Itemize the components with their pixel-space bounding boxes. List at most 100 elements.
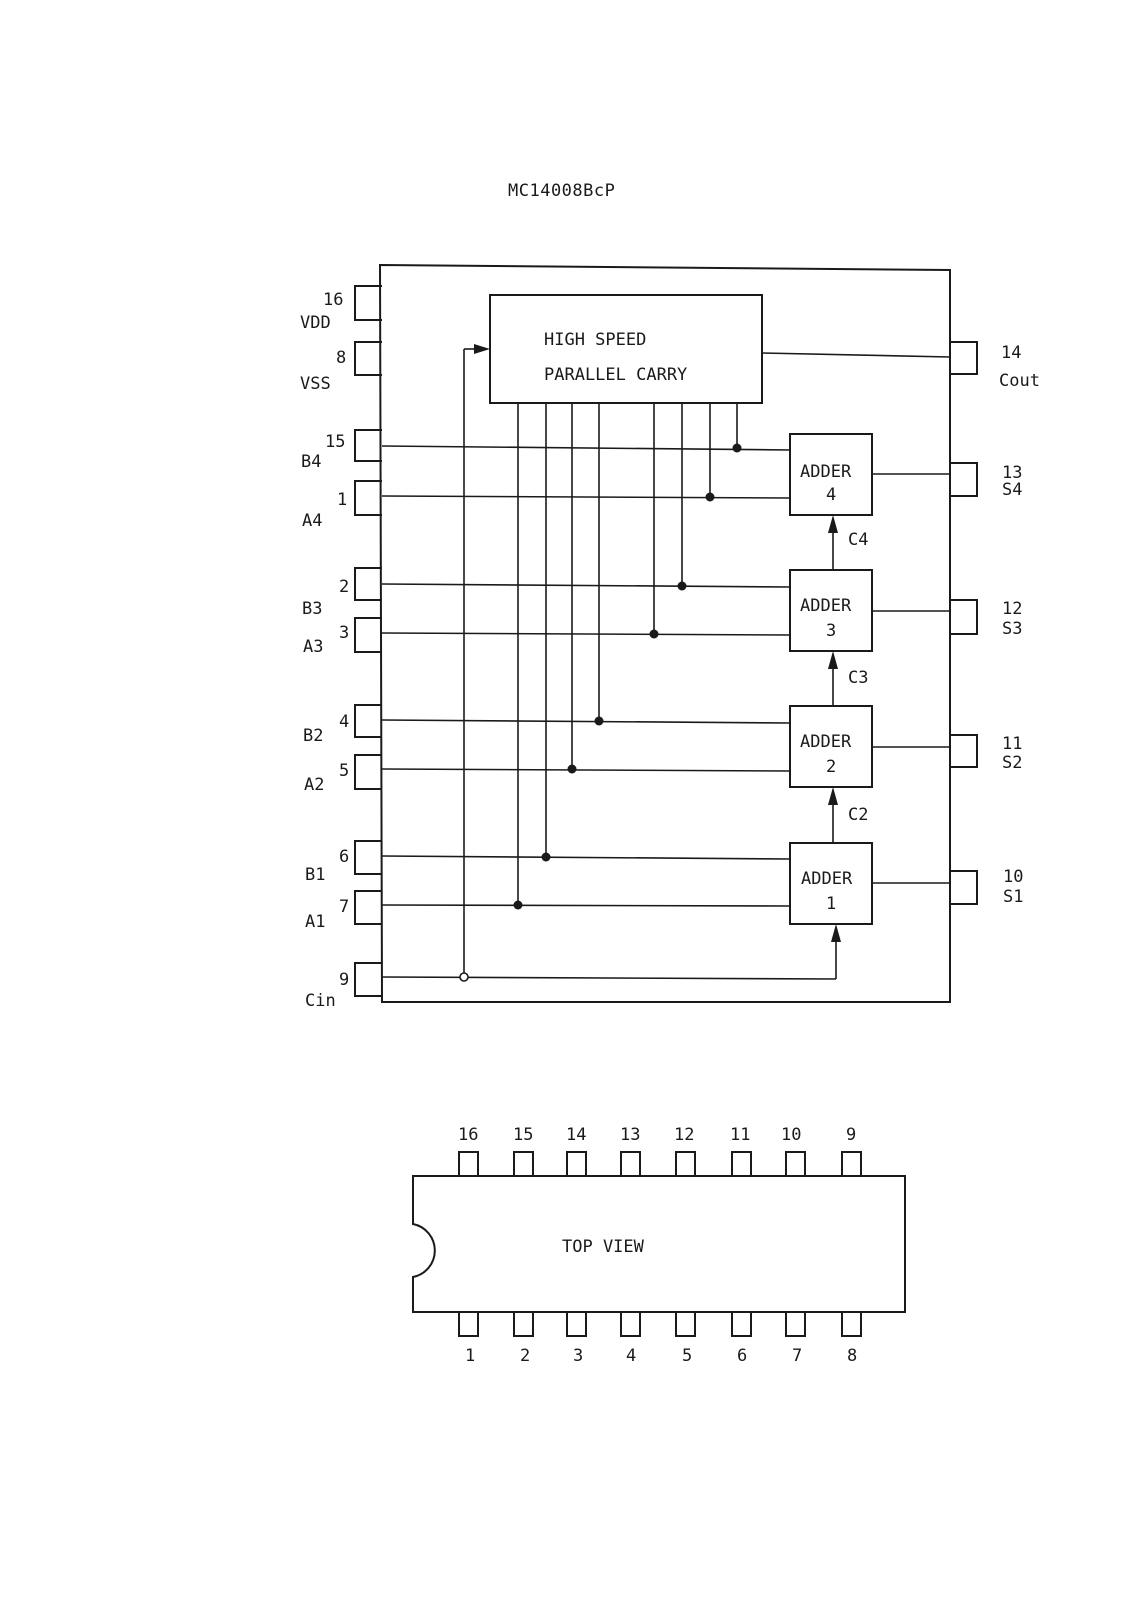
adder-label: ADDER	[800, 732, 852, 752]
right-pin-s3: 12 S3	[950, 599, 1022, 639]
adder-index: 2	[826, 757, 836, 777]
b1-wire	[381, 855, 791, 860]
carry-taps	[517, 403, 738, 905]
pin-name: S3	[1002, 619, 1022, 639]
adder-label: ADDER	[800, 596, 852, 616]
top-pin-number: 12	[674, 1125, 694, 1145]
b3-wire	[381, 583, 791, 588]
pin-name: VSS	[300, 374, 331, 394]
pin-name: A4	[302, 511, 322, 531]
pin-name: B2	[303, 726, 323, 746]
pin-number: 13	[1002, 463, 1022, 483]
adder-label: ADDER	[801, 869, 853, 889]
left-pin-b1: 6 B1	[305, 840, 382, 885]
pin-name: Cout	[999, 371, 1040, 391]
pin-name: A2	[304, 775, 324, 795]
adder-3: ADDER 3	[789, 569, 873, 652]
top-pin-number: 15	[513, 1125, 533, 1145]
pin-number: 15	[325, 432, 345, 452]
a3-wire	[381, 632, 791, 636]
top-pin-number: 13	[620, 1125, 640, 1145]
pin-number: 7	[339, 897, 349, 917]
cin-routing	[381, 344, 841, 982]
pin-number: 10	[1003, 867, 1023, 887]
pin-name: B1	[305, 865, 325, 885]
chip-title: MC14008BcP	[508, 181, 615, 201]
left-pin-b3: 2 B3	[302, 567, 382, 619]
pin-number: 6	[339, 847, 349, 867]
bottom-pin-number: 7	[792, 1346, 802, 1366]
package-outline	[412, 1175, 906, 1313]
top-pin-legs	[458, 1151, 862, 1176]
pin-name: S1	[1003, 887, 1023, 907]
package-label: TOP VIEW	[562, 1237, 645, 1257]
top-pin-number: 11	[730, 1125, 750, 1145]
adder-label: ADDER	[800, 462, 852, 482]
adder-index: 1	[826, 894, 836, 914]
bottom-pin-legs	[458, 1312, 862, 1337]
carry-c3: C3	[828, 651, 868, 706]
a1-wire	[381, 904, 791, 907]
carry-block-line2: PARALLEL CARRY	[544, 365, 687, 385]
left-pin-a2: 5 A2	[304, 754, 382, 795]
carry-block-line1: HIGH SPEED	[544, 330, 646, 350]
right-pin-cout: 14 Cout	[950, 341, 1040, 391]
carry-c2: C2	[828, 787, 868, 843]
bottom-pin-number: 6	[737, 1346, 747, 1366]
carry-label: C2	[848, 805, 868, 825]
carry-label: C4	[848, 530, 868, 550]
left-pin-cin: 9 Cin	[305, 962, 382, 1011]
left-pin-b4: 15 B4	[301, 429, 382, 472]
dip-package: TOP VIEW 16 15 14 13 12 11 10 9	[412, 1125, 906, 1366]
a2-wire	[381, 768, 791, 772]
left-pin-vss: 8 VSS	[300, 341, 382, 394]
pin-name: Cin	[305, 991, 336, 1011]
pin-number: 5	[339, 761, 349, 781]
carry-label: C3	[848, 668, 868, 688]
pin-number: 9	[339, 970, 349, 990]
pin-number: 1	[337, 490, 347, 510]
left-pin-a1: 7 A1	[305, 890, 382, 932]
pin-name: A1	[305, 912, 325, 932]
bottom-pin-number: 3	[573, 1346, 583, 1366]
adder-4: ADDER 4	[789, 433, 873, 516]
bottom-pin-number: 4	[626, 1346, 636, 1366]
pin-number: 2	[339, 577, 349, 597]
pin-number: 14	[1001, 343, 1021, 363]
left-pin-a3: 3 A3	[303, 617, 382, 657]
a4-wire	[381, 495, 791, 499]
b4-wire	[381, 445, 791, 451]
pin-number: 12	[1002, 599, 1022, 619]
pin-name: B4	[301, 452, 321, 472]
pin-number: 11	[1002, 734, 1022, 754]
pin-number: 4	[339, 712, 349, 732]
junction-dots	[513, 443, 742, 910]
right-pin-s4: 13 S4	[950, 462, 1022, 500]
pin-name: VDD	[300, 313, 331, 333]
pin-number: 8	[336, 348, 346, 368]
pin-number: 16	[323, 290, 343, 310]
pin-name: S4	[1002, 480, 1022, 500]
pin-name: A3	[303, 637, 323, 657]
top-pin-number: 9	[846, 1125, 856, 1145]
top-pin-number: 14	[566, 1125, 586, 1145]
cout-wire	[761, 352, 951, 358]
bottom-pin-number: 5	[682, 1346, 692, 1366]
pin-number: 3	[339, 623, 349, 643]
adder-1: ADDER 1	[789, 842, 873, 925]
right-pin-s1: 10 S1	[950, 867, 1023, 907]
adder-index: 4	[826, 485, 836, 505]
pin-name: S2	[1002, 753, 1022, 773]
parallel-carry-block	[489, 294, 763, 404]
pin-name: B3	[302, 599, 322, 619]
top-pin-number: 16	[458, 1125, 478, 1145]
bottom-pin-number: 2	[520, 1346, 530, 1366]
ic-outline	[378, 263, 951, 1003]
bottom-pin-number: 8	[847, 1346, 857, 1366]
top-pin-number: 10	[781, 1125, 801, 1145]
carry-c4: C4	[828, 515, 868, 570]
left-pin-vdd: 16 VDD	[300, 285, 382, 333]
bottom-pin-number: 1	[465, 1346, 475, 1366]
right-pin-s2: 11 S2	[950, 734, 1022, 773]
